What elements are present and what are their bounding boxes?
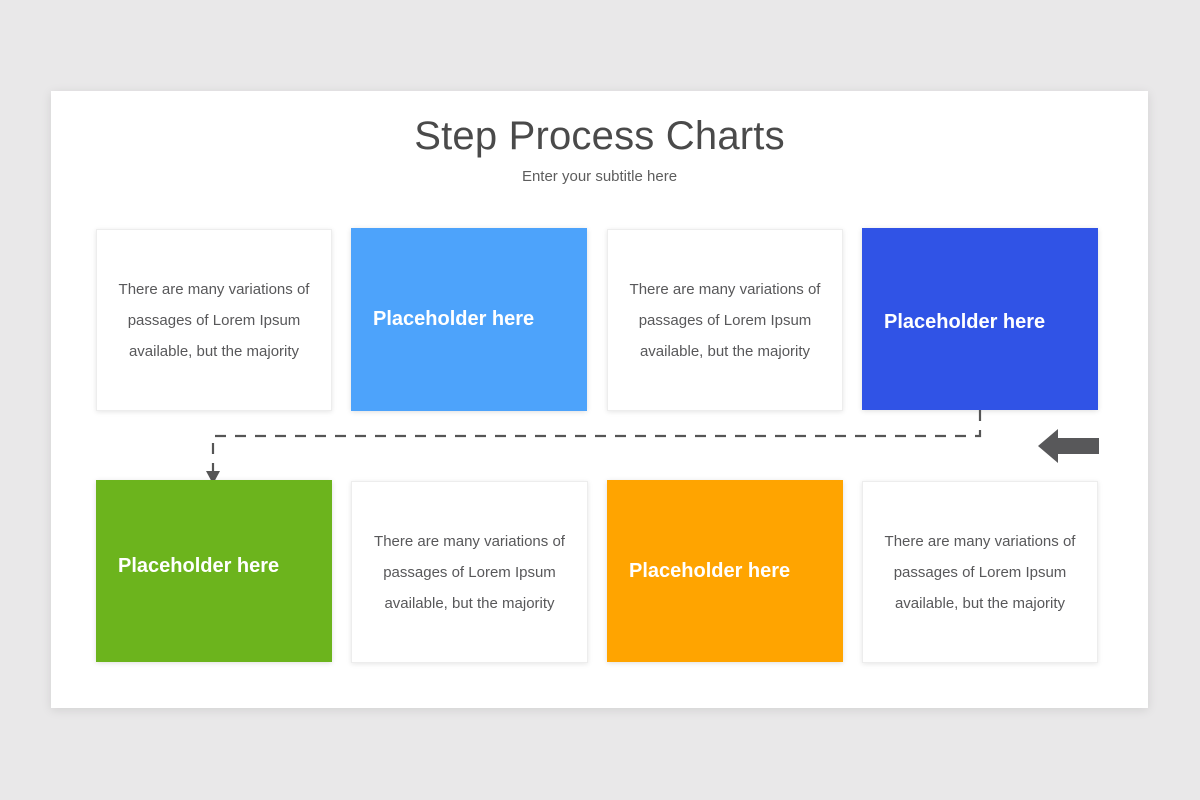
left-block-arrow (1038, 429, 1099, 463)
step-card-3-text: There are many variations of passages of… (629, 280, 821, 360)
step-card-3[interactable]: There are many variations of passages of… (607, 229, 843, 411)
step-card-5-label: Placeholder here (118, 555, 280, 577)
page-subtitle: Enter your subtitle here (521, 168, 678, 185)
step-card-7-label: Placeholder here (629, 559, 791, 582)
step-card-7[interactable]: Placeholder here (607, 480, 843, 662)
step-card-8[interactable]: There are many variations of passages of… (862, 481, 1098, 663)
step-card-2-label: Placeholder here (373, 308, 535, 330)
step-card-5[interactable]: Placeholder here (96, 480, 332, 662)
slide-canvas: Step Process Charts Enter your subtitle … (51, 91, 1148, 708)
step-card-6[interactable]: There are many variations of passages of… (351, 481, 588, 663)
step-card-8-text: There are many variations of passages of… (884, 532, 1076, 612)
step-card-2[interactable]: Placeholder here (351, 228, 587, 411)
step-card-1-text: There are many variations of passages of… (118, 280, 310, 360)
step-card-1[interactable]: There are many variations of passages of… (96, 229, 332, 411)
page-title: Step Process Charts (414, 114, 785, 158)
step-card-6-text: There are many variations of passages of… (374, 532, 565, 612)
step-card-4[interactable]: Placeholder here (862, 228, 1098, 410)
step-card-4-label: Placeholder here (884, 311, 1046, 333)
